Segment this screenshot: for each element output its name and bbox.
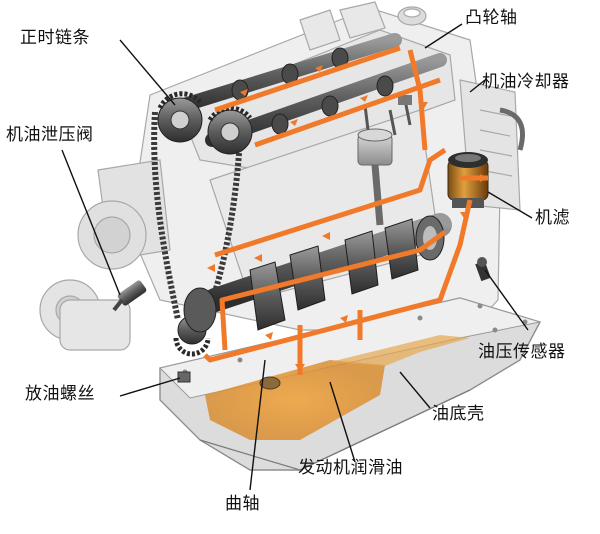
- label-oil-filter: 机滤: [535, 208, 570, 228]
- label-crankshaft: 曲轴: [225, 494, 260, 514]
- leader-oil-filter: [487, 191, 533, 219]
- leader-engine-oil: [329, 381, 356, 463]
- label-pressure-sensor: 油压传感器: [478, 342, 566, 362]
- oil-pan-shape: [159, 297, 542, 471]
- label-camshaft: 凸轮轴: [465, 8, 518, 28]
- oil-flow-paths: [203, 45, 488, 375]
- crankshaft-shape: [183, 213, 452, 333]
- label-drain-plug: 放油螺丝: [25, 384, 95, 404]
- timing-chain-assembly: [151, 91, 253, 357]
- leader-oil-cooler: [469, 79, 486, 93]
- leader-drain-plug: [119, 377, 181, 397]
- leader-lines: [61, 23, 533, 491]
- label-relief-valve: 机油泄压阀: [6, 125, 94, 145]
- label-engine-oil: 发动机润滑油: [298, 458, 403, 478]
- label-oil-cooler: 机油冷却器: [482, 72, 570, 92]
- piston-assembly: [357, 95, 412, 226]
- oil-flow-arrows: [207, 65, 488, 372]
- oil-pressure-sensor-shape: [475, 257, 491, 282]
- leader-relief-valve: [61, 149, 121, 296]
- leader-crankshaft: [249, 359, 266, 491]
- relief-valve-shape: [112, 280, 147, 312]
- leader-pressure-sensor: [484, 269, 529, 331]
- leader-timing-chain: [119, 39, 176, 106]
- leader-oil-pan: [399, 371, 431, 409]
- leader-camshaft: [424, 23, 463, 49]
- label-oil-pan: 油底壳: [432, 404, 485, 424]
- label-timing-chain: 正时链条: [20, 28, 90, 48]
